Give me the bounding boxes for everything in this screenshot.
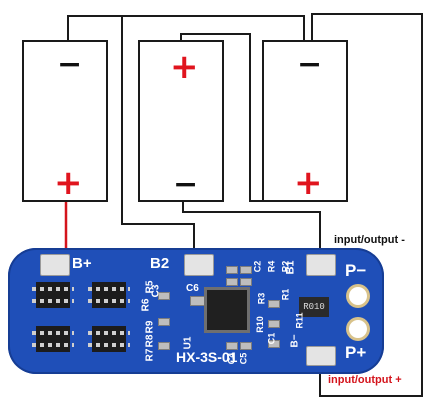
silk-label: R2	[280, 260, 291, 273]
silk-label: R5	[144, 280, 156, 294]
smd-component	[268, 340, 280, 348]
silk-label: R7	[144, 348, 156, 362]
silk-label: R8	[144, 334, 156, 348]
silk-label: R4	[266, 260, 277, 273]
silk-p-minus: P−	[345, 261, 367, 280]
silk-label: R1	[280, 288, 291, 301]
silk-label: C5	[238, 352, 249, 365]
minus-symbol: −	[297, 47, 323, 82]
mosfet-chip	[32, 326, 74, 352]
silk-b2: B2	[150, 255, 170, 272]
minus-symbol: −	[57, 47, 83, 82]
wire-b1	[182, 201, 321, 258]
pad-b2	[184, 254, 214, 276]
label-output-minus: input/output -	[334, 234, 405, 246]
silk-b-plus: B+	[72, 255, 92, 272]
silk-label: U1	[182, 336, 194, 350]
mounting-hole	[349, 320, 367, 338]
smd-component	[240, 266, 252, 274]
smd-component	[226, 266, 238, 274]
smd-component	[268, 300, 280, 308]
plus-symbol: +	[294, 163, 323, 203]
mosfet-chip	[88, 282, 130, 308]
battery-cell-3: − +	[262, 40, 348, 202]
battery-cell-2: + −	[138, 40, 224, 202]
mosfet-chip	[32, 282, 74, 308]
smd-component	[268, 320, 280, 328]
smd-component	[226, 342, 238, 350]
silk-b-minus: B−	[289, 334, 301, 348]
pad-p-plus	[306, 346, 336, 366]
smd-component	[158, 318, 170, 326]
wire-output-plus	[311, 13, 423, 397]
sense-resistor: R010	[299, 297, 329, 317]
smd-component	[158, 292, 170, 300]
silk-label: C6	[186, 283, 199, 294]
silk-label: C2	[252, 260, 263, 273]
label-output-plus: input/output +	[328, 374, 402, 386]
smd-component	[158, 342, 170, 350]
pad-b1	[306, 254, 336, 276]
silk-label: R6	[140, 298, 152, 312]
pad-b-plus	[40, 254, 70, 276]
battery-cell-1: − +	[22, 40, 108, 202]
plus-symbol: +	[170, 47, 199, 87]
minus-symbol: −	[173, 167, 199, 202]
silk-label: C1	[266, 332, 277, 345]
silk-label: R9	[144, 320, 156, 334]
protection-ic	[207, 290, 247, 330]
smd-component	[190, 296, 206, 306]
smd-component	[240, 278, 252, 286]
mounting-hole	[349, 287, 367, 305]
wire-b2	[121, 16, 195, 258]
mosfet-chip	[88, 326, 130, 352]
board-model-label: HX-3S-01	[176, 349, 238, 365]
smd-component	[226, 278, 238, 286]
wire-cell1-to-cell3	[67, 15, 305, 40]
silk-p-plus: P+	[345, 343, 367, 362]
smd-component	[240, 342, 252, 350]
silk-label: R3	[256, 292, 267, 305]
silk-label: R11	[294, 312, 305, 329]
silk-label: R10	[254, 316, 265, 333]
plus-symbol: +	[54, 163, 83, 203]
